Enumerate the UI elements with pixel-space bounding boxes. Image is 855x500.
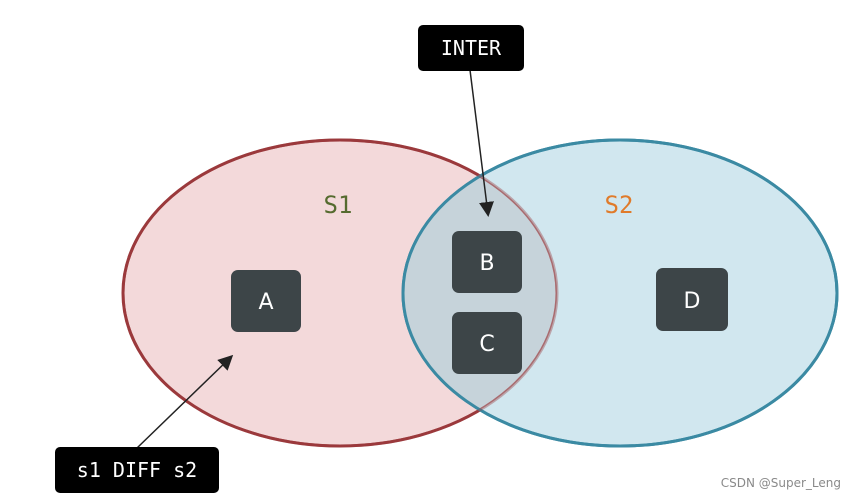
element-d-label: D xyxy=(684,289,701,314)
watermark: CSDN @Super_Leng xyxy=(720,476,841,490)
element-a: A xyxy=(231,270,301,332)
diff-arrow xyxy=(136,354,234,449)
diff-callout: s1 DIFF s2 xyxy=(55,447,219,493)
inter-callout-label: INTER xyxy=(440,36,502,60)
element-a-label: A xyxy=(258,290,273,315)
element-c: C xyxy=(452,312,522,374)
element-c-label: C xyxy=(479,332,494,357)
element-b: B xyxy=(452,231,522,293)
set-s2-label: S2 xyxy=(605,191,634,219)
set-s1-label: S1 xyxy=(324,191,353,219)
diff-callout-label: s1 DIFF s2 xyxy=(76,458,198,482)
element-d: D xyxy=(656,268,728,331)
inter-arrow xyxy=(469,69,494,217)
inter-callout: INTER xyxy=(418,25,524,71)
element-b-label: B xyxy=(479,251,494,276)
